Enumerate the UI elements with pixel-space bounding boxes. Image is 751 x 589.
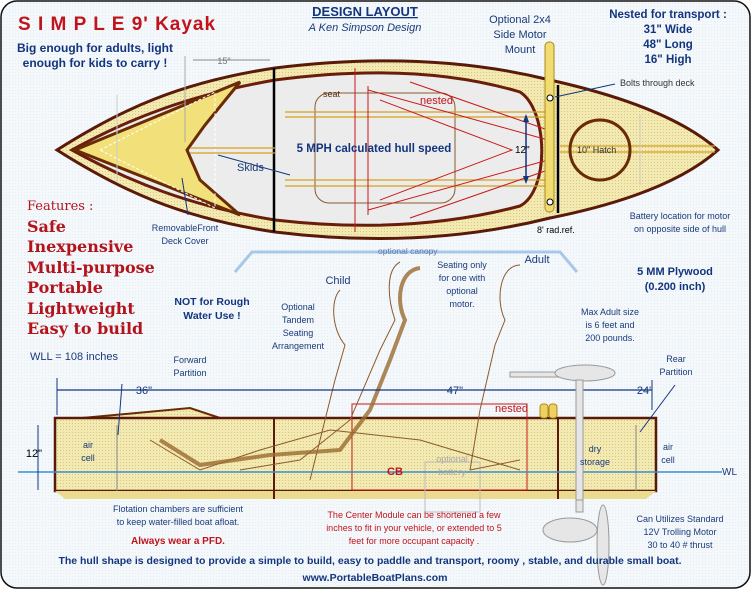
tagline-line: Big enough for adults, light xyxy=(17,41,173,55)
battery-note: Battery location for motor xyxy=(630,211,731,221)
tandem-note: Tandem xyxy=(282,315,314,325)
seating-note: for one with xyxy=(439,273,486,283)
plywood-spec: 5 MM Plywood xyxy=(637,266,713,278)
hatch-label: 10" Hatch xyxy=(577,145,616,155)
design-layout-title: DESIGN LAYOUT xyxy=(312,4,418,19)
not-rough-warning: Water Use ! xyxy=(183,310,240,322)
trolling-note: 30 to 40 # thrust xyxy=(647,540,713,550)
not-rough-warning: NOT for Rough xyxy=(174,296,249,308)
seat-label: seat xyxy=(323,89,341,99)
trolling-note: 12V Trolling Motor xyxy=(643,527,716,537)
feature-item: Inexpensive xyxy=(27,237,133,256)
motor-mount-label: Side Motor xyxy=(493,29,547,41)
website-link[interactable]: www.PortableBoatPlans.com xyxy=(302,572,448,584)
feature-item: Portable xyxy=(27,278,103,297)
plan-view-hull xyxy=(54,41,721,241)
side-view-hull xyxy=(18,261,722,586)
air-cell-label: cell xyxy=(81,453,95,463)
air-cell-label: air xyxy=(83,440,93,450)
bolts-label: Bolts through deck xyxy=(620,78,695,88)
deck-cover-label: Deck Cover xyxy=(161,236,208,246)
trolling-motor xyxy=(509,364,616,586)
summary-text: The hull shape is designed to provide a … xyxy=(58,555,681,567)
feature-item: Multi-purpose xyxy=(27,258,155,277)
dim-47: 47" xyxy=(447,385,463,397)
features-heading: Features : xyxy=(27,199,93,214)
trolling-note: Can Utilizes Standard xyxy=(636,514,723,524)
seating-note: Seating only xyxy=(437,260,487,270)
design-credit: A Ken Simpson Design xyxy=(308,22,422,34)
seating-note: optional xyxy=(446,286,478,296)
rad-ref-label: 8' rad.ref. xyxy=(537,225,575,235)
max-adult-note: Max Adult size xyxy=(581,307,639,317)
nested-outline xyxy=(354,68,549,232)
battery-note: on opposite side of hull xyxy=(634,224,726,234)
seating-note: motor. xyxy=(449,299,474,309)
dim-36: 36" xyxy=(136,385,152,397)
max-adult-note: 200 pounds. xyxy=(585,333,635,343)
feature-item: Easy to build xyxy=(27,319,143,338)
title: S I M P L E 9' Kayak xyxy=(18,14,216,35)
air-cell-label: air xyxy=(663,442,673,452)
center-module-note: inches to fit in your vehicle, or extend… xyxy=(326,523,502,533)
cb-label: CB xyxy=(387,466,403,478)
canopy-label: optional canopy xyxy=(378,246,438,256)
adult-label: Adult xyxy=(524,254,549,266)
nested-transport-heading: Nested for transport : xyxy=(609,9,727,21)
pfd-warning: Always wear a PFD. xyxy=(131,536,225,547)
child-label: Child xyxy=(325,275,350,287)
hull-speed-label: 5 MPH calculated hull speed xyxy=(297,143,452,155)
nested-length: 48" Long xyxy=(643,39,693,51)
motor-mount-label: Optional 2x4 xyxy=(489,14,551,26)
forward-partition-label: Forward xyxy=(173,355,206,365)
rear-partition-label: Partition xyxy=(659,367,692,377)
rear-partition-label: Rear xyxy=(666,354,686,364)
dim-12-plan: 12" xyxy=(515,145,530,156)
flotation-note: to keep water-filled boat afloat. xyxy=(117,517,240,527)
air-cell-label: cell xyxy=(661,455,675,465)
front-deck-cover xyxy=(70,80,242,217)
tagline-line: enough for kids to carry ! xyxy=(23,56,168,70)
center-module-note: The Center Module can be shortened a few xyxy=(327,510,501,520)
canopy-outline xyxy=(233,250,579,273)
flotation-note: Flotation chambers are sufficient xyxy=(113,504,243,514)
deck-cover-label: RemovableFront xyxy=(152,223,219,233)
dry-storage-label: dry xyxy=(589,444,602,454)
feature-item: Lightweight xyxy=(27,299,135,318)
max-adult-note: is 6 feet and xyxy=(585,320,634,330)
wl-label: WL xyxy=(722,467,737,478)
motor-mount-board xyxy=(544,41,555,213)
occupant-figures xyxy=(149,261,521,481)
battery-label: optional xyxy=(436,454,468,464)
feature-item: Safe xyxy=(27,217,66,236)
dry-storage-label: storage xyxy=(580,457,610,467)
hatch-circle xyxy=(568,118,632,182)
plywood-spec: (0.200 inch) xyxy=(645,281,706,293)
tandem-note: Arrangement xyxy=(272,341,325,351)
skids-label: Skids xyxy=(237,162,264,174)
dim-12-side: 12" xyxy=(26,448,42,460)
dim-24: 24" xyxy=(637,385,653,397)
battery-label: battery xyxy=(438,467,466,477)
forward-partition-label: Partition xyxy=(173,368,206,378)
center-module-note: feet for more occupant capacity . xyxy=(349,536,480,546)
nested-width: 31" Wide xyxy=(644,24,693,36)
nested-label: nested xyxy=(420,95,453,107)
nested-side-label: nested xyxy=(495,403,528,415)
tandem-note: Seating xyxy=(283,328,314,338)
motor-mount-label: Mount xyxy=(505,44,536,56)
dim-15: 15" xyxy=(217,56,230,66)
wll-label: WLL = 108 inches xyxy=(30,351,118,363)
nested-height: 16" High xyxy=(645,54,692,66)
tandem-note: Optional xyxy=(281,302,315,312)
